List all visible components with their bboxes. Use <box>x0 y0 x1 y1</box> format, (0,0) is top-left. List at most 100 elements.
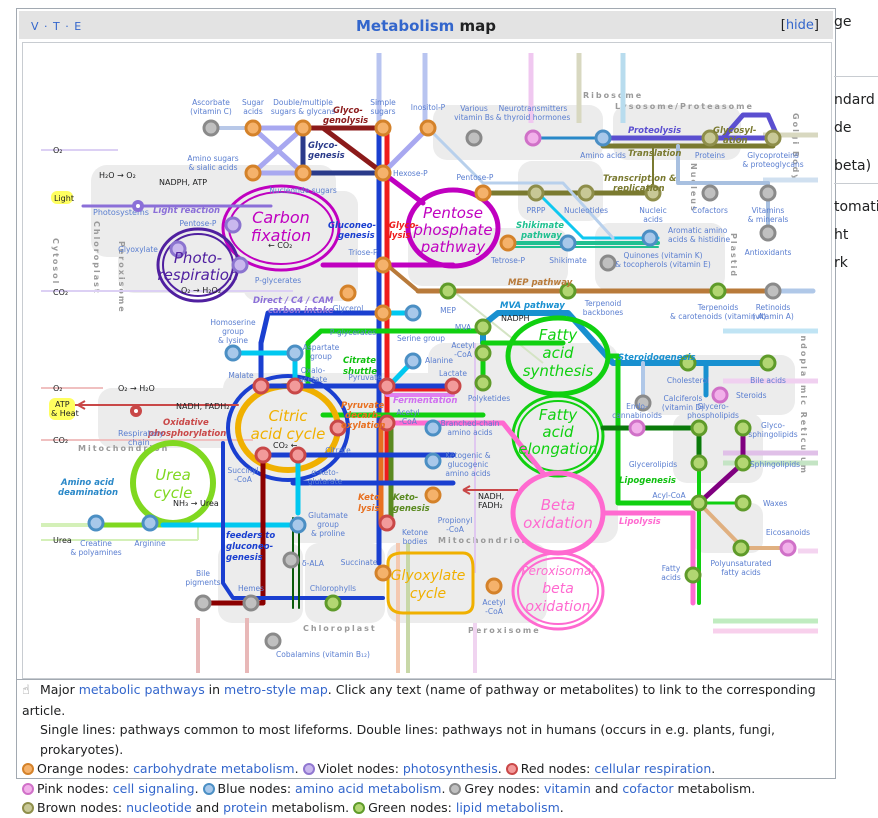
legend-link[interactable]: vitamin <box>543 780 591 796</box>
bile-pigments-label[interactable]: pigments <box>185 578 220 587</box>
glycerophospholipids-label[interactable]: Glycero- <box>697 402 729 411</box>
triose-p-node[interactable] <box>374 256 392 274</box>
glycoproteins-node[interactable] <box>764 129 782 147</box>
antioxidants-node[interactable] <box>759 224 777 242</box>
calciferols-label[interactable]: Calciferols <box>664 394 703 403</box>
akg-label[interactable]: glutarate <box>308 477 343 486</box>
mep-pathway-label[interactable]: MEP pathway <box>508 278 573 288</box>
chlorophylls-node[interactable] <box>324 594 342 612</box>
amino-sugars-label[interactable]: Amino sugars <box>187 154 238 163</box>
mep-node[interactable] <box>439 282 457 300</box>
atp-label[interactable]: ATP <box>55 400 70 409</box>
photorespiration-label-2[interactable]: respiration <box>158 266 239 284</box>
fae-label-3[interactable]: elongation <box>518 440 598 458</box>
lactate-node[interactable] <box>444 377 462 395</box>
citric-label-2[interactable]: acid cycle <box>251 425 326 443</box>
fermentation-label[interactable]: Fermentation <box>393 396 457 406</box>
prpp-label[interactable]: PRPP <box>527 206 546 215</box>
ketogenic-label[interactable]: glucogenic <box>448 460 489 469</box>
hemes-node[interactable] <box>242 594 260 612</box>
hexose-p-node[interactable] <box>374 164 392 182</box>
bile-pigments-label[interactable]: Bile <box>196 569 210 578</box>
shikimate-label-2[interactable]: pathway <box>520 231 562 241</box>
perox-beta-label-2[interactable]: beta <box>542 581 574 597</box>
hexose-p-label[interactable]: Hexose-P <box>393 169 428 178</box>
glycogenesis-label-2[interactable]: genesis <box>308 151 345 161</box>
nucleotides-node[interactable] <box>577 184 595 202</box>
shikimate-label[interactable]: Shikimate <box>549 256 587 265</box>
terpenoids-node[interactable] <box>709 282 727 300</box>
transcription-label-1[interactable]: Transcription & <box>603 174 676 184</box>
resp-chain-label-2[interactable]: chain <box>128 438 150 447</box>
oxphos-label-2[interactable]: phosphorylation <box>147 429 226 439</box>
glycosphingolipids-label[interactable]: sphingolipids <box>748 430 797 439</box>
propionyl-label[interactable]: Propionyl <box>438 516 473 525</box>
sphingolipids-label[interactable]: Sphingolipids <box>750 460 800 469</box>
neurotransmitters-label[interactable]: & thyroid hormones <box>496 113 571 122</box>
prpp-node[interactable] <box>527 184 545 202</box>
transcription-label-2[interactable]: replication <box>613 184 665 194</box>
glyoxylate-label[interactable]: Glyoxylate <box>118 245 158 254</box>
cofactors-label[interactable]: Cofactors <box>692 206 728 215</box>
fatty-acids-label[interactable]: acids <box>661 573 681 582</box>
neurotransmitters-label[interactable]: Neurotransmitters <box>499 104 568 113</box>
oxaloacetate-label[interactable]: Oxalo- <box>301 366 326 375</box>
glyoxylate-label-2[interactable]: cycle <box>410 586 446 602</box>
glutamate-label[interactable]: Glutamate <box>308 511 348 520</box>
homoserine-label[interactable]: & lysine <box>218 336 248 345</box>
waxes-node[interactable] <box>734 494 752 512</box>
malate-node[interactable] <box>252 377 270 395</box>
creatine-label[interactable]: Creatine <box>80 539 112 548</box>
amino-sugars-label[interactable]: & sialic acids <box>189 163 238 172</box>
ketogenic-node[interactable] <box>424 452 442 470</box>
nucleic-acids-label[interactable]: acids <box>643 215 663 224</box>
sugar-acids-label[interactable]: Sugar <box>242 98 265 107</box>
fatty-acids-node[interactable] <box>684 566 702 584</box>
aromatic-label[interactable]: acids & histidine <box>668 235 730 244</box>
p-glycerates-node[interactable] <box>374 304 392 322</box>
amino-sugars-node[interactable] <box>244 164 262 182</box>
legend-link[interactable]: cellular respiration <box>594 761 712 776</box>
sidebar-text[interactable]: ndard <box>834 92 875 108</box>
glycolysis-label-2[interactable]: lysis <box>389 231 411 241</box>
endocannabinoids-node[interactable] <box>628 419 646 437</box>
glutamate-label[interactable]: & proline <box>311 529 345 538</box>
legend-link[interactable]: lipid metabolism <box>455 800 560 815</box>
glycerophospholipids-node[interactable] <box>690 419 708 437</box>
mva-pathway-label[interactable]: MVA pathway <box>500 301 565 311</box>
amino-acids-node[interactable] <box>594 129 612 147</box>
fae-label-1[interactable]: Fatty <box>539 406 579 424</box>
acetyl-coa-label[interactable]: -CoA <box>399 417 418 426</box>
glycogenolysis-label-1[interactable]: Glyco- <box>333 106 363 116</box>
simple-sugars-label[interactable]: Simple <box>370 98 396 107</box>
quinones-label[interactable]: Quinones (vitamin K) <box>623 251 702 260</box>
talk-link[interactable]: T <box>53 20 61 33</box>
ketogenesis-label-2[interactable]: genesis <box>393 504 430 514</box>
aromatic-node[interactable] <box>641 229 659 247</box>
sphingolipids-node[interactable] <box>734 454 752 472</box>
sidebar-text[interactable]: de <box>834 120 852 136</box>
succinate-label[interactable]: Succinate <box>341 558 378 567</box>
pyruvate-node[interactable] <box>378 377 396 395</box>
fae-label-2[interactable]: acid <box>542 423 574 441</box>
succinyl-label[interactable]: -CoA <box>234 475 253 484</box>
serine-label[interactable]: Serine group <box>397 334 445 343</box>
co2-in-label[interactable]: CO₂ <box>53 288 68 297</box>
citrate-label[interactable]: Citrate <box>325 446 351 455</box>
legend-link[interactable]: cofactor <box>622 780 674 796</box>
metabolic-pathways-link[interactable]: metabolic pathways <box>78 682 205 697</box>
legend-link[interactable]: amino acid metabolism <box>295 780 442 796</box>
akg-label[interactable]: α-Keto- <box>311 468 338 477</box>
direct-c4-label-1[interactable]: Direct / C4 / CAM <box>253 296 334 306</box>
feeders-label-1[interactable]: feeders to <box>226 531 275 541</box>
cobalamins-node[interactable] <box>264 632 282 650</box>
acetyl-coa-top-node[interactable] <box>474 344 492 362</box>
chlorophylls-label[interactable]: Chlorophylls <box>310 584 356 593</box>
tetrose-p-label[interactable]: Tetrose-P <box>490 256 526 265</box>
hide-toggle[interactable]: [hide] <box>780 18 819 33</box>
terpenoid-backbones-label[interactable]: backbones <box>583 308 624 317</box>
legend-link[interactable]: cell signaling <box>112 780 195 796</box>
ala-node[interactable] <box>282 551 300 569</box>
lipogenesis-label[interactable]: Lipogenesis <box>619 476 676 486</box>
oxphos-label-1[interactable]: Oxidative <box>163 418 209 428</box>
